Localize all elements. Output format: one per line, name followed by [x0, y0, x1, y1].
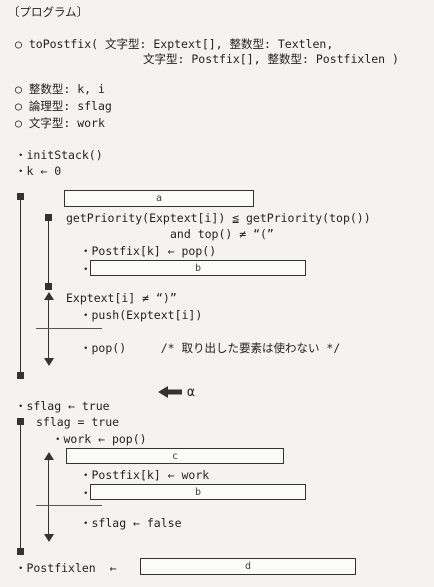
stmt-postfixlen: ・Postfixlen ←: [15, 561, 117, 575]
blank-b2: b: [90, 484, 306, 500]
inner-loop-line: [48, 221, 50, 285]
alpha-arrow-icon: [158, 386, 182, 398]
blank-a: a: [64, 190, 254, 207]
selection-line: [48, 300, 50, 358]
stmt-dot-b1: ・: [80, 262, 92, 276]
cond-priority-and: and top() ≠ “(”: [170, 227, 274, 241]
stmt-init-stack: ・initStack(): [15, 148, 103, 162]
selection2-up-arrow: [44, 452, 54, 460]
stmt-sflag-false: ・sflag ← false: [80, 516, 182, 530]
cond-sflag-true: sflag = true: [36, 415, 120, 429]
outer-loop-line: [20, 200, 22, 372]
selection-down-arrow: [44, 358, 54, 366]
var-decl-char: ○ 文字型: work: [15, 116, 105, 130]
stmt-work-pop: ・work ← pop(): [52, 432, 147, 446]
selection2-divider: [36, 505, 102, 506]
while-loop-line: [20, 425, 22, 550]
stmt-postfix-work: ・Postfix[k] ← work: [80, 468, 210, 482]
selection-up-arrow: [44, 292, 54, 300]
stmt-sflag-true: ・sflag ← true: [15, 399, 110, 413]
outer-loop-end-marker: [17, 372, 24, 379]
alpha-label: α: [187, 385, 195, 400]
cond-priority: getPriority(Exptext[i]) ≦ getPriority(to…: [66, 211, 371, 225]
while-loop-end-marker: [17, 548, 24, 555]
while-loop-marker: [17, 418, 24, 425]
blank-b1: b: [90, 260, 306, 276]
cond-not-paren: Exptext[i] ≠ “)”: [66, 291, 177, 305]
stmt-push: ・push(Exptext[i]): [80, 308, 203, 322]
program-title: 〔プログラム〕: [8, 5, 89, 19]
inner-loop-marker: [45, 214, 52, 221]
blank-c: c: [66, 448, 284, 464]
stmt-pop-comment: ・pop() /* 取り出した要素は使わない */: [80, 341, 341, 355]
stmt-k-init: ・k ← 0: [15, 164, 62, 178]
selection2-down-arrow: [44, 534, 54, 542]
stmt-postfix-pop: ・Postfix[k] ← pop(): [80, 244, 217, 258]
outer-loop-start-marker: [17, 193, 24, 200]
stmt-dot-b2: ・: [80, 486, 92, 500]
inner-loop-end-marker: [45, 283, 52, 290]
selection2-line: [48, 460, 50, 535]
blank-d: d: [140, 558, 356, 575]
var-decl-int: ○ 整数型: k, i: [15, 82, 105, 96]
function-signature-line2: 文字型: Postfix[], 整数型: Postfixlen ): [143, 52, 399, 66]
function-signature-line1: ○ toPostfix( 文字型: Exptext[], 整数型: Textle…: [15, 37, 334, 51]
selection-divider: [36, 328, 102, 329]
var-decl-bool: ○ 論理型: sflag: [15, 99, 112, 113]
